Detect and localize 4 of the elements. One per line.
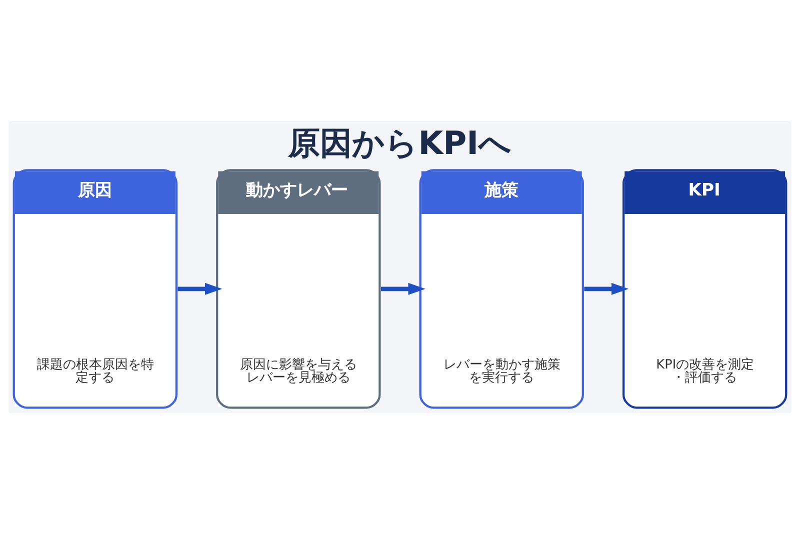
arrow (584, 282, 629, 294)
arrow (380, 282, 426, 294)
diagram-title: 原因からKPIへ (288, 124, 512, 162)
arrow (178, 282, 222, 294)
